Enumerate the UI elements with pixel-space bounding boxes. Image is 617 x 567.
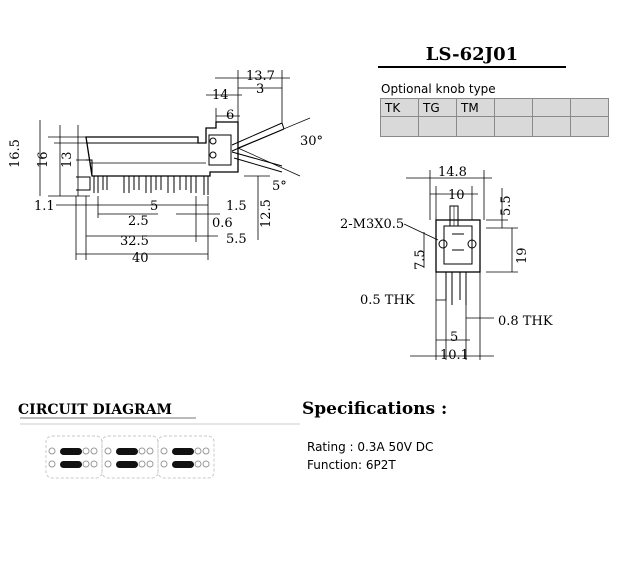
dim-14-8: 14.8 bbox=[438, 165, 467, 180]
dim-6: 6 bbox=[226, 108, 234, 123]
spec-rating: Rating : 0.3A 50V DC bbox=[307, 440, 434, 454]
title-underline bbox=[378, 66, 566, 68]
dim-13-7: 13.7 bbox=[246, 69, 275, 84]
dim-2-5: 2.5 bbox=[128, 214, 149, 229]
knob-cell: TK bbox=[380, 98, 419, 117]
side-view-labels: 13.7 3 14 6 30° 5° 16.5 16 13 1.1 2.5 5 … bbox=[8, 69, 323, 266]
dim-14: 14 bbox=[212, 88, 229, 103]
dim-5-end: 5 bbox=[450, 330, 458, 345]
spec-function: Function: 6P2T bbox=[307, 458, 396, 472]
dim-7-5: 7.5 bbox=[413, 249, 428, 270]
thickness-0-8: 0.8 THK bbox=[498, 314, 553, 329]
end-view-dimension-lines bbox=[403, 170, 518, 360]
thickness-0-5: 0.5 THK bbox=[360, 293, 415, 308]
dim-10: 10 bbox=[448, 188, 465, 203]
dim-30-deg: 30° bbox=[300, 134, 323, 149]
dim-19: 19 bbox=[515, 247, 530, 264]
end-view-labels: 14.8 10 5.5 2-M3X0.5 7.5 19 0.5 THK 0.8 … bbox=[340, 165, 553, 363]
circuit-diagram bbox=[20, 417, 300, 479]
model-title: LS-62J01 bbox=[425, 44, 519, 65]
end-view-outline bbox=[435, 205, 481, 305]
dim-5: 5 bbox=[150, 199, 158, 214]
dim-1-1: 1.1 bbox=[34, 199, 55, 214]
knob-type-table: TK TG TM bbox=[380, 98, 609, 137]
dim-0-6: 0.6 bbox=[212, 216, 233, 231]
dim-5-5: 5.5 bbox=[226, 232, 247, 247]
side-view-dimension-lines bbox=[39, 70, 290, 260]
knob-caption: Optional knob type bbox=[381, 82, 496, 96]
dim-12-5: 12.5 bbox=[259, 199, 274, 228]
circuit-contacts bbox=[48, 447, 210, 468]
screw-spec: 2-M3X0.5 bbox=[340, 217, 404, 232]
dim-5-deg: 5° bbox=[272, 179, 287, 194]
dim-5-5-end: 5.5 bbox=[499, 195, 514, 216]
dim-32-5: 32.5 bbox=[120, 234, 149, 249]
dim-13: 13 bbox=[60, 151, 75, 168]
dim-16: 16 bbox=[36, 151, 51, 168]
dim-10-1: 10.1 bbox=[440, 348, 469, 363]
knob-empty-cell bbox=[570, 116, 609, 137]
dim-1-5: 1.5 bbox=[226, 199, 247, 214]
dim-40: 40 bbox=[132, 251, 149, 266]
specifications-title: Specifications : bbox=[302, 399, 448, 419]
circuit-diagram-title: CIRCUIT DIAGRAM bbox=[18, 402, 173, 418]
dim-16-5: 16.5 bbox=[8, 139, 23, 168]
dim-3: 3 bbox=[256, 82, 264, 97]
